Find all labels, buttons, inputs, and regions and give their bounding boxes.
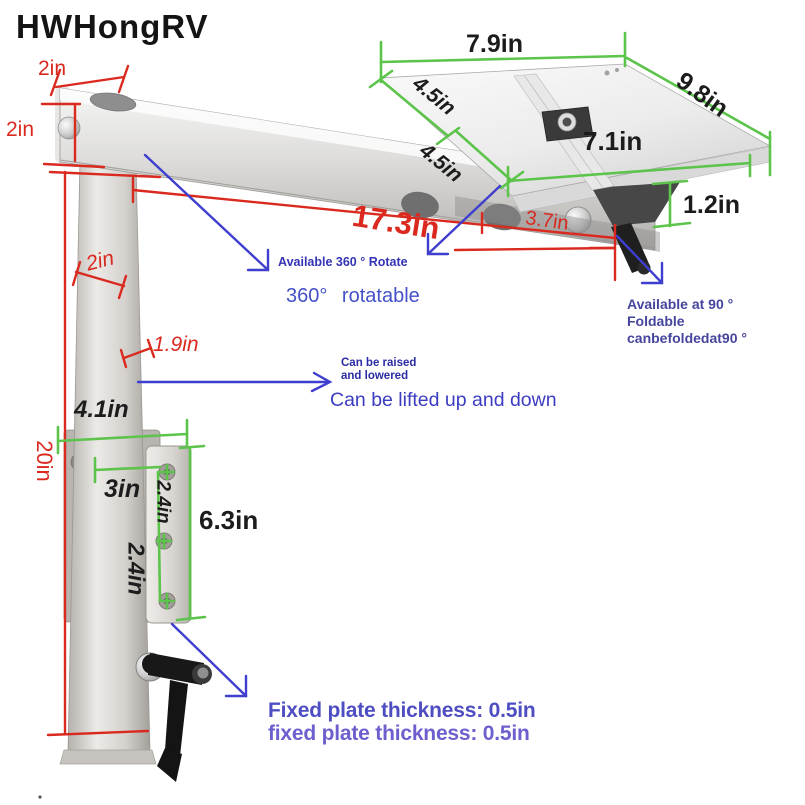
rotate-note-small: Available 360 ° Rotate: [278, 255, 408, 269]
rotate-arrow-2: [426, 184, 502, 256]
dim-base-plate-width: 4.1in: [74, 396, 129, 423]
lift-note-line1: Can be raised: [341, 357, 417, 369]
dim-slide-length: 7.1in: [583, 126, 643, 156]
thickness-note-line2: fixed plate thickness: 0.5in: [268, 722, 530, 745]
table-plate: [379, 63, 772, 197]
thickness-note-line1: Fixed plate thickness: 0.5in: [268, 699, 536, 722]
arm-rivet: [57, 116, 81, 140]
speck: [38, 795, 42, 799]
dim-post-depth: 1.9in: [153, 333, 199, 356]
dim-arm-height: 2in: [6, 118, 35, 141]
red-dimension-lines: [40, 64, 617, 737]
rotate-note-large: 360° rotatable: [286, 285, 420, 307]
dim-base-plate-height: 6.3in: [199, 505, 259, 535]
arm-top-hole: [89, 92, 137, 112]
arm-screw: [564, 206, 592, 234]
dim-plate-edge-height: 1.2in: [683, 191, 740, 219]
thickness-arrow: [170, 622, 248, 698]
fold-note-line2: Foldable: [627, 313, 685, 329]
arm-slot: [483, 203, 521, 231]
fold-note: Available at 90 ° Foldable canbefoldedat…: [627, 296, 747, 347]
dim-table-plate-width: 7.9in: [466, 30, 523, 58]
brand-logo: HWHongRV: [16, 8, 209, 45]
plate-under-notch: [592, 182, 680, 226]
dim-hole-gap-lower: 2.4in: [123, 542, 150, 596]
dim-hole-gap-upper: 2.4in: [152, 480, 174, 524]
dim-post-height: 20in: [32, 440, 57, 482]
fold-note-line3: canbefoldedat90 °: [627, 330, 747, 346]
arm-slot: [401, 191, 439, 219]
lift-note-large: Can be lifted up and down: [330, 389, 557, 411]
clamp-lever: [135, 652, 212, 782]
callout-arrows: [136, 153, 664, 698]
fold-note-line1: Available at 90 °: [627, 296, 734, 312]
post-foot: [59, 749, 157, 765]
dim-hole-span-horizontal: 3in: [104, 475, 141, 503]
lift-note-small: Can be raised and lowered: [341, 357, 416, 383]
green-dimension-lines: [56, 31, 772, 622]
dim-arm-end-offset: 2in: [38, 57, 67, 80]
lift-note-line2: and lowered: [341, 370, 409, 382]
fold-arrow: [615, 234, 664, 285]
rotate-arrow: [143, 153, 270, 272]
